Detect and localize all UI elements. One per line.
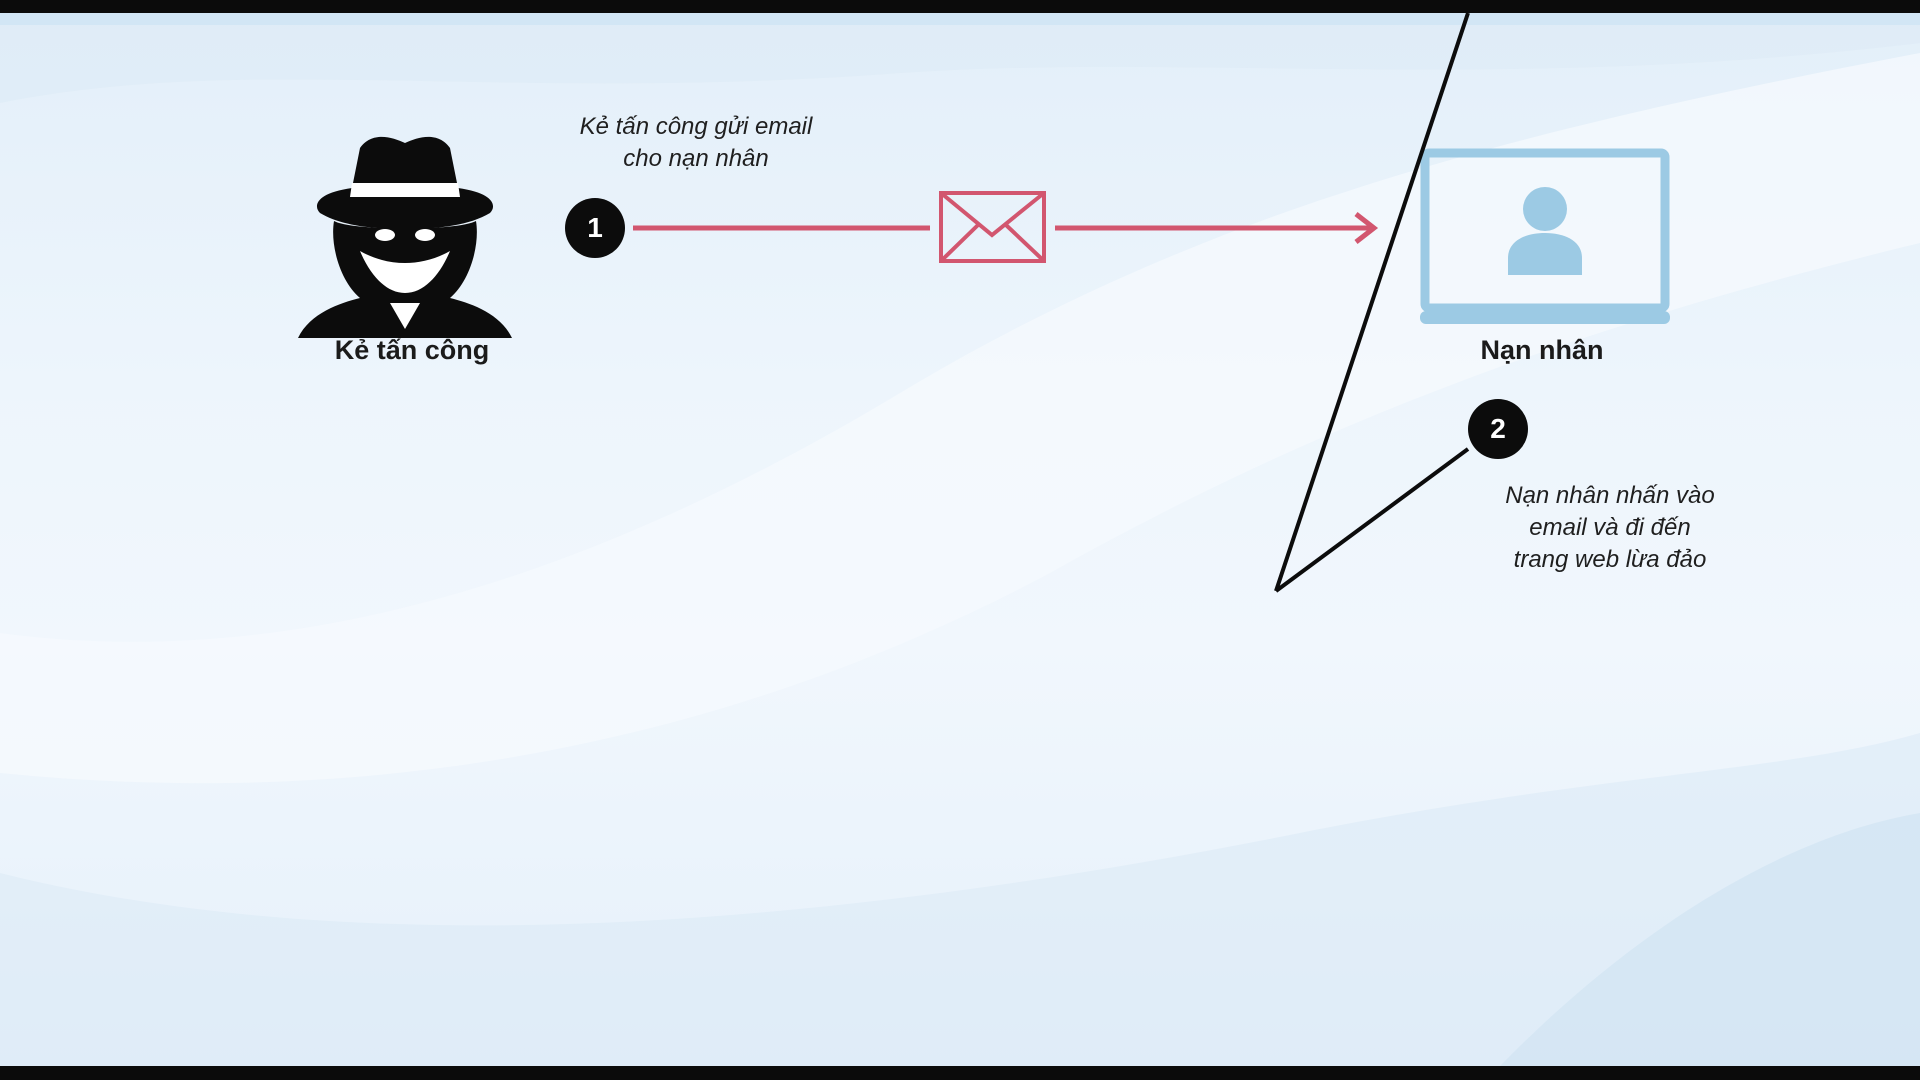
step2-pointer-line bbox=[1274, 13, 1470, 592]
hacker-icon bbox=[298, 136, 512, 338]
step-2-caption-line-2: email và đi đến bbox=[1529, 514, 1691, 541]
step-1-caption: Kẻ tấn công gửi email cho nạn nhân bbox=[546, 111, 846, 175]
attacker-label: Kẻ tấn công bbox=[334, 335, 490, 365]
diagram-graphics bbox=[298, 13, 1670, 593]
envelope-icon bbox=[939, 191, 1046, 263]
step-2-badge: 2 bbox=[1468, 399, 1528, 459]
step-2-caption-line-3: trang web lừa đảo bbox=[1513, 546, 1707, 573]
slide-canvas: Kẻ tấn công Nạn nhân 1 Kẻ tấn công gửi e… bbox=[0, 13, 1920, 1066]
step-2-caption: Nạn nhân nhấn vào email và đi đến trang … bbox=[1470, 480, 1750, 576]
arrow-head bbox=[1354, 212, 1379, 244]
step-1-caption-line-1: Kẻ tấn công gửi email bbox=[579, 113, 813, 140]
bottom-letterbox bbox=[0, 1066, 1920, 1080]
laptop-user-icon bbox=[1420, 148, 1670, 324]
background-waves bbox=[0, 13, 1920, 1066]
top-letterbox bbox=[0, 0, 1920, 13]
step-2-caption-line-1: Nạn nhân nhấn vào bbox=[1505, 482, 1715, 509]
step-1-caption-line-2: cho nạn nhân bbox=[623, 145, 769, 172]
step-1-badge: 1 bbox=[565, 198, 625, 258]
victim-label: Nạn nhân bbox=[1480, 335, 1604, 365]
